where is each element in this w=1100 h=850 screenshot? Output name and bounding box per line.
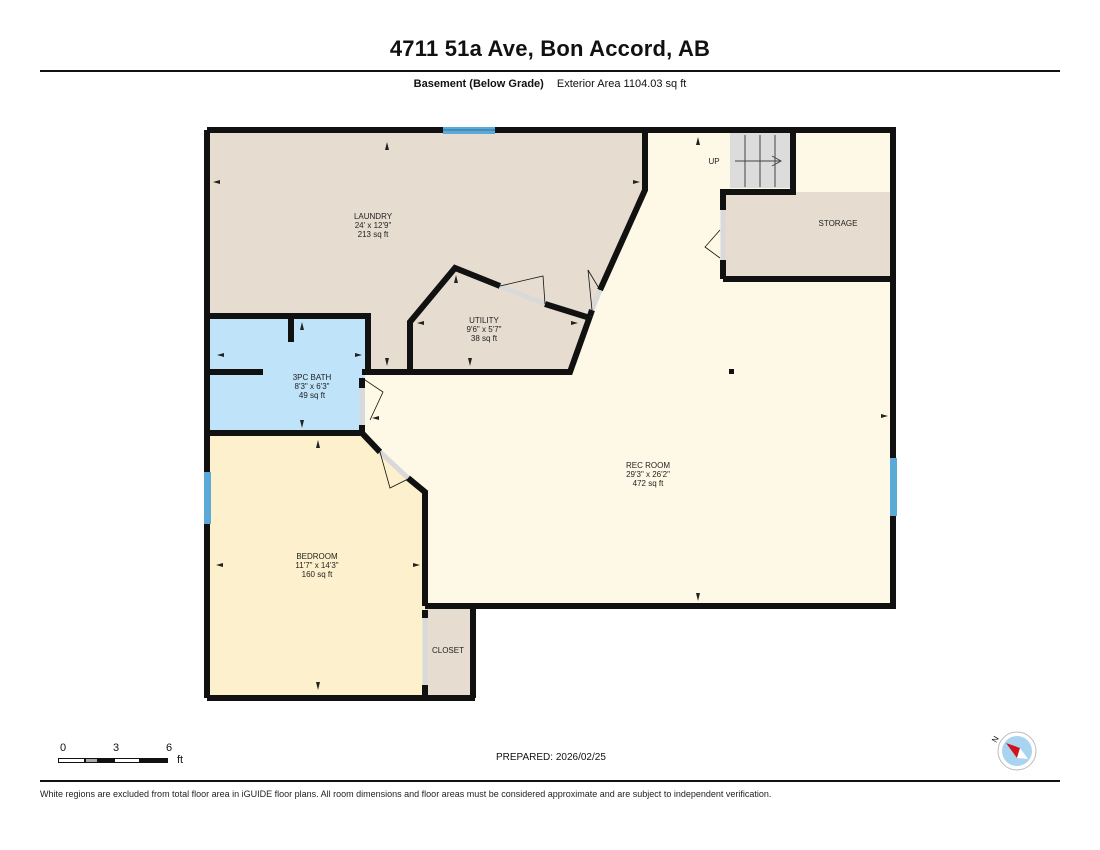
scale-tick-3: 3 bbox=[113, 742, 120, 754]
exterior-area: Exterior Area 1104.03 sq ft bbox=[556, 78, 687, 90]
scale-segment bbox=[114, 758, 140, 763]
room-label-bath: 3PC BATH 8'3" x 6'3" 49 sq ft bbox=[293, 373, 332, 400]
svg-text:160 sq ft: 160 sq ft bbox=[302, 570, 333, 579]
svg-text:BEDROOM: BEDROOM bbox=[296, 552, 338, 561]
scale-segment bbox=[85, 758, 98, 763]
svg-text:8'3" x 6'3": 8'3" x 6'3" bbox=[295, 382, 330, 391]
window-rec-room bbox=[890, 458, 897, 516]
room-label-bedroom: BEDROOM 11'7" x 14'3" 160 sq ft bbox=[295, 552, 338, 579]
scale-tick-0: 0 bbox=[60, 742, 67, 754]
svg-text:3PC BATH: 3PC BATH bbox=[293, 373, 332, 382]
scale-segment bbox=[98, 758, 114, 763]
svg-text:472 sq ft: 472 sq ft bbox=[633, 479, 664, 488]
storage-fill bbox=[723, 192, 890, 277]
closet-fill bbox=[425, 607, 472, 695]
room-label-utility: UTILITY 9'6" x 5'7" 38 sq ft bbox=[467, 316, 502, 343]
laundry-fill bbox=[210, 133, 645, 372]
svg-text:213 sq ft: 213 sq ft bbox=[358, 230, 389, 239]
floor-subtitle: Basement (Below Grade) Exterior Area 110… bbox=[0, 78, 1100, 90]
utility-fill bbox=[410, 268, 585, 372]
room-label-closet: CLOSET bbox=[432, 646, 464, 655]
bedroom-fill bbox=[210, 433, 425, 695]
doors bbox=[359, 210, 726, 685]
svg-text:29'3" x 26'2": 29'3" x 26'2" bbox=[626, 470, 670, 479]
windows bbox=[204, 127, 897, 524]
window-bedroom bbox=[204, 472, 211, 524]
svg-text:49 sq ft: 49 sq ft bbox=[299, 391, 326, 400]
svg-text:N: N bbox=[990, 734, 1001, 744]
floor-name: Basement (Below Grade) bbox=[413, 78, 544, 90]
stairs-label: UP bbox=[708, 157, 719, 166]
scale-segment bbox=[58, 758, 85, 763]
room-label-storage: STORAGE bbox=[819, 219, 858, 228]
svg-text:11'7" x 14'3": 11'7" x 14'3" bbox=[295, 561, 338, 570]
disclaimer-text: White regions are excluded from total fl… bbox=[40, 789, 772, 799]
compass-icon: N bbox=[990, 731, 1037, 771]
support-column bbox=[729, 369, 734, 374]
svg-text:UTILITY: UTILITY bbox=[469, 316, 499, 325]
header-divider bbox=[40, 70, 1060, 72]
prepared-date: PREPARED: 2026/02/25 bbox=[496, 752, 606, 763]
dimension-markers bbox=[213, 137, 888, 690]
svg-text:9'6" x 5'7": 9'6" x 5'7" bbox=[467, 325, 502, 334]
svg-text:38 sq ft: 38 sq ft bbox=[471, 334, 498, 343]
footer-divider bbox=[40, 780, 1060, 782]
svg-text:LAUNDRY: LAUNDRY bbox=[354, 212, 393, 221]
room-label-rec-room: REC ROOM 29'3" x 26'2" 472 sq ft bbox=[626, 461, 670, 488]
svg-text:REC ROOM: REC ROOM bbox=[626, 461, 670, 470]
room-label-laundry: LAUNDRY 24' x 12'9" 213 sq ft bbox=[354, 212, 393, 239]
scale-tick-6: 6 bbox=[166, 742, 173, 754]
page-title: 4711 51a Ave, Bon Accord, AB bbox=[389, 36, 711, 61]
stairs-icon bbox=[735, 135, 783, 187]
scale-unit: ft bbox=[177, 754, 184, 766]
walls bbox=[204, 127, 896, 701]
scale-bar: 0 3 6 ft bbox=[56, 742, 206, 772]
scale-segment bbox=[140, 758, 168, 763]
svg-text:24' x 12'9": 24' x 12'9" bbox=[355, 221, 392, 230]
